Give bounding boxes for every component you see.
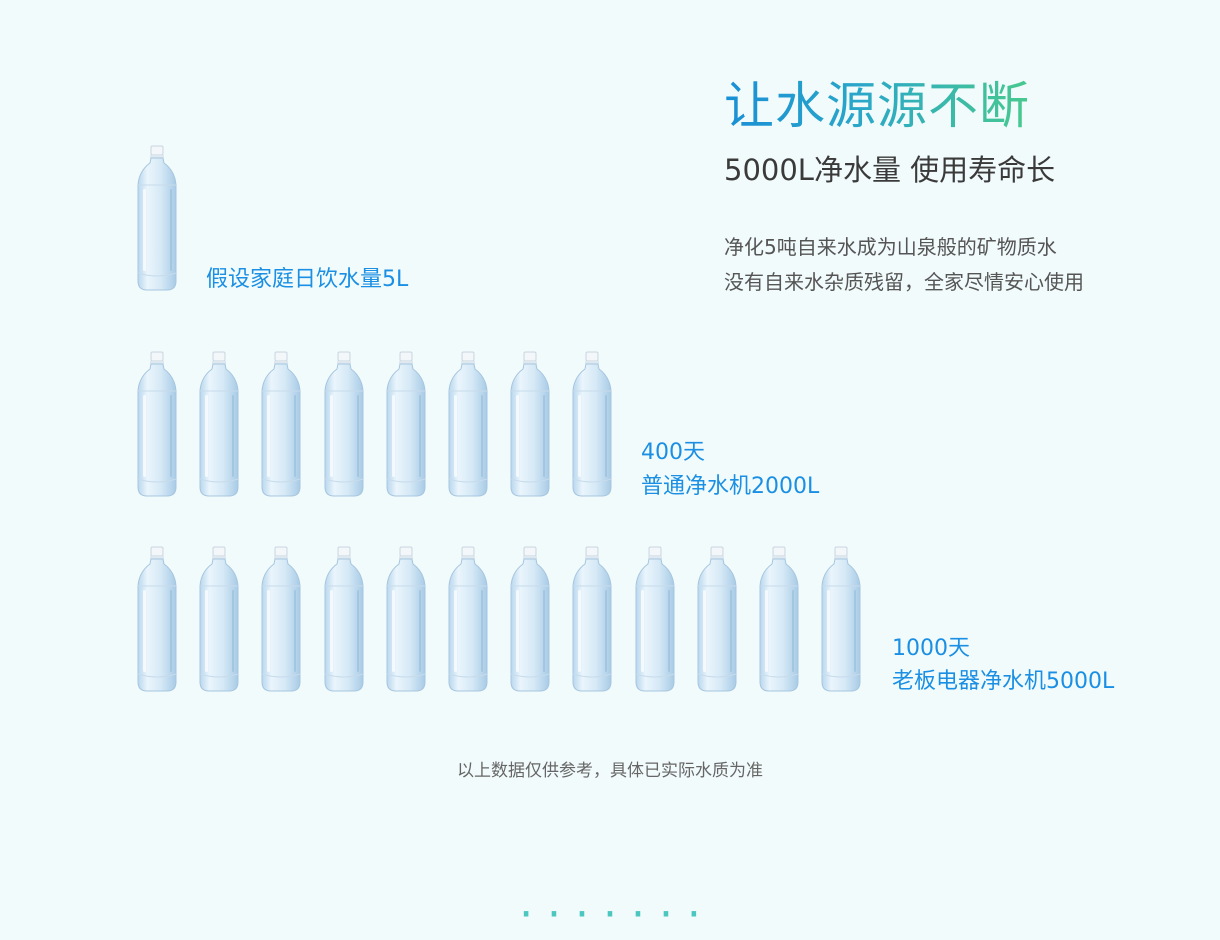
water-bottle-icon xyxy=(697,546,737,692)
water-bottle-icon xyxy=(821,546,861,692)
bottle-row-robam xyxy=(137,546,883,692)
bottle-row-normal xyxy=(137,351,635,497)
robam-capacity-label: 老板电器净水机5000L xyxy=(892,669,1115,694)
water-bottle-icon xyxy=(199,546,239,692)
normal-capacity-label: 普通净水机2000L xyxy=(641,474,820,499)
description: 净化5吨自来水成为山泉般的矿物质水 没有自来水杂质残留，全家尽情安心使用 xyxy=(724,230,1084,300)
water-bottle-icon xyxy=(324,546,364,692)
bottle-row-daily xyxy=(137,145,199,291)
water-bottle-icon xyxy=(137,351,177,497)
next-section-title-cut: · · · · · · · xyxy=(519,889,701,940)
water-bottle-icon xyxy=(510,546,550,692)
water-bottle-icon xyxy=(510,351,550,497)
description-line: 净化5吨自来水成为山泉般的矿物质水 xyxy=(724,235,1057,259)
water-bottle-icon xyxy=(386,546,426,692)
page-subtitle: 5000L净水量 使用寿命长 xyxy=(724,153,1056,187)
disclaimer-note: 以上数据仅供参考，具体已实际水质为准 xyxy=(457,761,763,781)
water-bottle-icon xyxy=(448,546,488,692)
water-bottle-icon xyxy=(572,351,612,497)
robam-days-label: 1000天 xyxy=(892,636,970,661)
water-bottle-icon xyxy=(137,145,177,291)
water-bottle-icon xyxy=(759,546,799,692)
water-bottle-icon xyxy=(448,351,488,497)
page-title: 让水源源不断 xyxy=(724,77,1030,135)
water-bottle-icon xyxy=(137,546,177,692)
water-bottle-icon xyxy=(386,351,426,497)
water-bottle-icon xyxy=(261,351,301,497)
description-line: 没有自来水杂质残留，全家尽情安心使用 xyxy=(724,270,1084,294)
water-bottle-icon xyxy=(261,546,301,692)
water-bottle-icon xyxy=(572,546,612,692)
water-bottle-icon xyxy=(199,351,239,497)
water-bottle-icon xyxy=(324,351,364,497)
daily-usage-label: 假设家庭日饮水量5L xyxy=(206,267,409,292)
normal-days-label: 400天 xyxy=(641,440,705,465)
water-bottle-icon xyxy=(635,546,675,692)
